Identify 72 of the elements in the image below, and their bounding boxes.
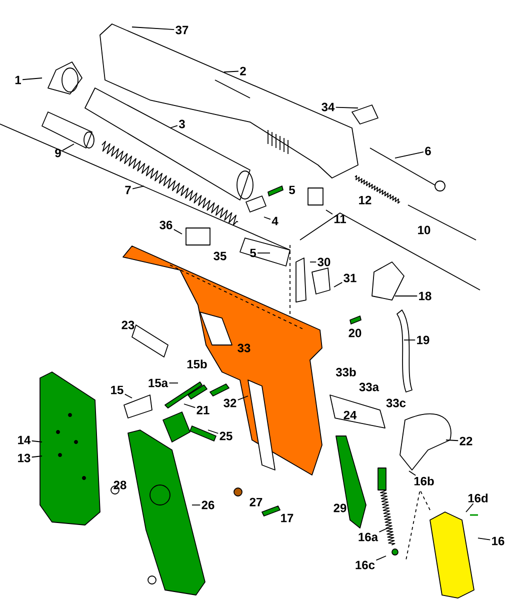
callout-number: 21: [196, 406, 210, 414]
callout-number: 32: [224, 398, 236, 408]
callout-number: 28: [114, 480, 126, 490]
callout-number: 36: [160, 220, 172, 230]
callout-number: 15b: [187, 360, 207, 368]
callout-number: 9: [55, 148, 61, 158]
callout-number: 5: [289, 186, 295, 194]
callout-number: 3: [178, 120, 185, 128]
callout-number: 35: [214, 252, 226, 260]
callout-number: 11: [334, 214, 346, 224]
callout-number: 17: [281, 514, 294, 522]
callout-number: 22: [460, 436, 472, 446]
callout-number: 37: [176, 26, 188, 34]
callout-number: 4: [272, 216, 278, 226]
leader-line: [237, 396, 248, 400]
callout-number: 10: [418, 226, 430, 234]
callout-number: 33c: [386, 398, 406, 408]
leader-line: [326, 210, 333, 215]
leader-line: [394, 152, 424, 158]
callout-number: 33: [238, 344, 250, 352]
leader-line: [376, 556, 386, 561]
leader-line: [132, 26, 175, 30]
leader-line: [446, 440, 459, 442]
leader-line: [335, 106, 358, 108]
callout-number: 12: [359, 196, 372, 204]
callout-number: 16d: [468, 494, 488, 502]
leader-line: [168, 382, 178, 384]
leader-line: [466, 503, 474, 512]
callout-number: 16a: [358, 532, 378, 542]
callout-number: 15a: [148, 378, 168, 388]
callout-number: 24: [344, 410, 357, 420]
leader-line: [173, 228, 182, 234]
callout-number: 19: [417, 336, 430, 344]
callout-number: 16b: [414, 476, 434, 486]
callout-number: 33b: [336, 368, 356, 376]
callout-number: 15: [111, 386, 124, 394]
leader-line: [132, 186, 144, 190]
leader-line: [31, 456, 42, 458]
leader-line: [22, 78, 42, 80]
callout-number: 18: [419, 292, 432, 300]
leader-line: [478, 538, 491, 540]
callout-number: 2: [240, 66, 246, 76]
callout-number: 14: [18, 436, 31, 444]
leader-line: [184, 404, 196, 408]
leader-line: [208, 430, 219, 434]
leader-line: [264, 216, 271, 220]
leader-line: [224, 70, 239, 72]
leader-line: [124, 394, 132, 398]
callout-number: 27: [250, 498, 262, 506]
leader-line: [378, 528, 388, 532]
leader-line: [31, 440, 42, 442]
callout-number: 13: [18, 454, 30, 462]
callout-number: 23: [122, 320, 134, 330]
callout-number: 31: [344, 274, 356, 282]
callout-number: 1: [15, 76, 21, 84]
callout-number: 26: [202, 500, 214, 510]
leader-line: [334, 282, 343, 288]
callout-number: 16: [492, 536, 504, 546]
leader-line: [257, 252, 270, 254]
leader-line: [192, 504, 201, 506]
callout-number: 33a: [359, 382, 380, 392]
callout-number: 6: [425, 146, 431, 156]
callout-number: 34: [322, 102, 335, 112]
leader-line: [62, 144, 74, 151]
callout-number: 20: [348, 328, 362, 338]
leader-line: [170, 125, 178, 128]
leader-line: [408, 470, 416, 476]
callout-number: 30: [318, 258, 330, 266]
callout-number: 7: [125, 186, 131, 194]
callout-number: 29: [334, 504, 346, 512]
callout-number: 16c: [356, 560, 375, 570]
callout-number: 25: [220, 432, 232, 440]
